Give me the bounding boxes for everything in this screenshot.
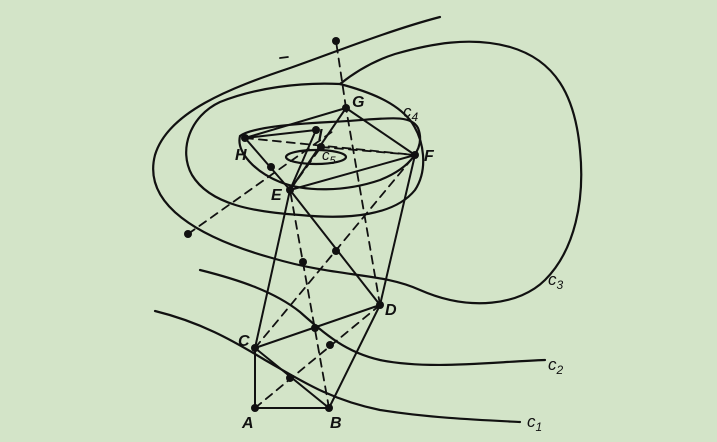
dash-E-I-ext [289, 146, 322, 191]
centroid-dot [317, 143, 325, 151]
vertex-C [251, 344, 259, 352]
centroid-dot [311, 324, 319, 332]
dash-left-ext [187, 128, 337, 235]
label-F: F [424, 148, 435, 165]
label-C: C [238, 333, 250, 350]
edge-I-E [289, 129, 317, 191]
centroid-dot [332, 247, 340, 255]
dash-D-G [345, 107, 381, 306]
label-c2: c2 [548, 355, 564, 377]
dash-tick [279, 56, 289, 59]
contour-c5 [284, 148, 348, 166]
edge-H-I [244, 129, 317, 139]
centroid-dot [267, 163, 275, 171]
contour-c2 [198, 268, 547, 367]
edge-E-F [289, 154, 416, 191]
label-c4: c4 [403, 102, 419, 124]
label-B: B [330, 415, 342, 432]
edge-D-B [328, 304, 381, 409]
reflection-point [332, 37, 340, 45]
contour-c1 [153, 309, 522, 424]
centroid-dot [286, 374, 294, 382]
vertex-A [251, 404, 259, 412]
vertex-G [342, 104, 350, 112]
contour-c3 [152, 15, 583, 305]
edge-C-E [254, 189, 291, 349]
label-H: H [235, 147, 247, 164]
vertex-I [312, 126, 320, 134]
vertex-D [376, 301, 384, 309]
reflection-point [184, 230, 192, 238]
label-A: A [241, 415, 254, 432]
label-D: D [385, 302, 397, 319]
label-I: I [318, 127, 323, 144]
vertex-E [286, 186, 294, 194]
label-G: G [352, 94, 364, 111]
label-E: E [271, 187, 283, 204]
vertex-H [241, 134, 249, 142]
edge-D-F [379, 154, 416, 306]
vertex-B [325, 404, 333, 412]
dash-H-F [244, 137, 416, 156]
edge-H-G [244, 107, 347, 139]
edge-H-E [244, 137, 291, 191]
label-c3: c3 [548, 270, 564, 292]
label-c5: c5 [322, 147, 337, 167]
centroid-dot [326, 341, 334, 349]
centroid-dot [299, 258, 307, 266]
edge-G-F [345, 107, 416, 156]
dash-B-E [289, 189, 330, 409]
vertex-F [411, 151, 419, 159]
label-c1: c1 [527, 412, 542, 434]
dash-G-top [335, 40, 347, 109]
dash-I-F [320, 146, 416, 156]
dash-A-D [254, 304, 381, 409]
